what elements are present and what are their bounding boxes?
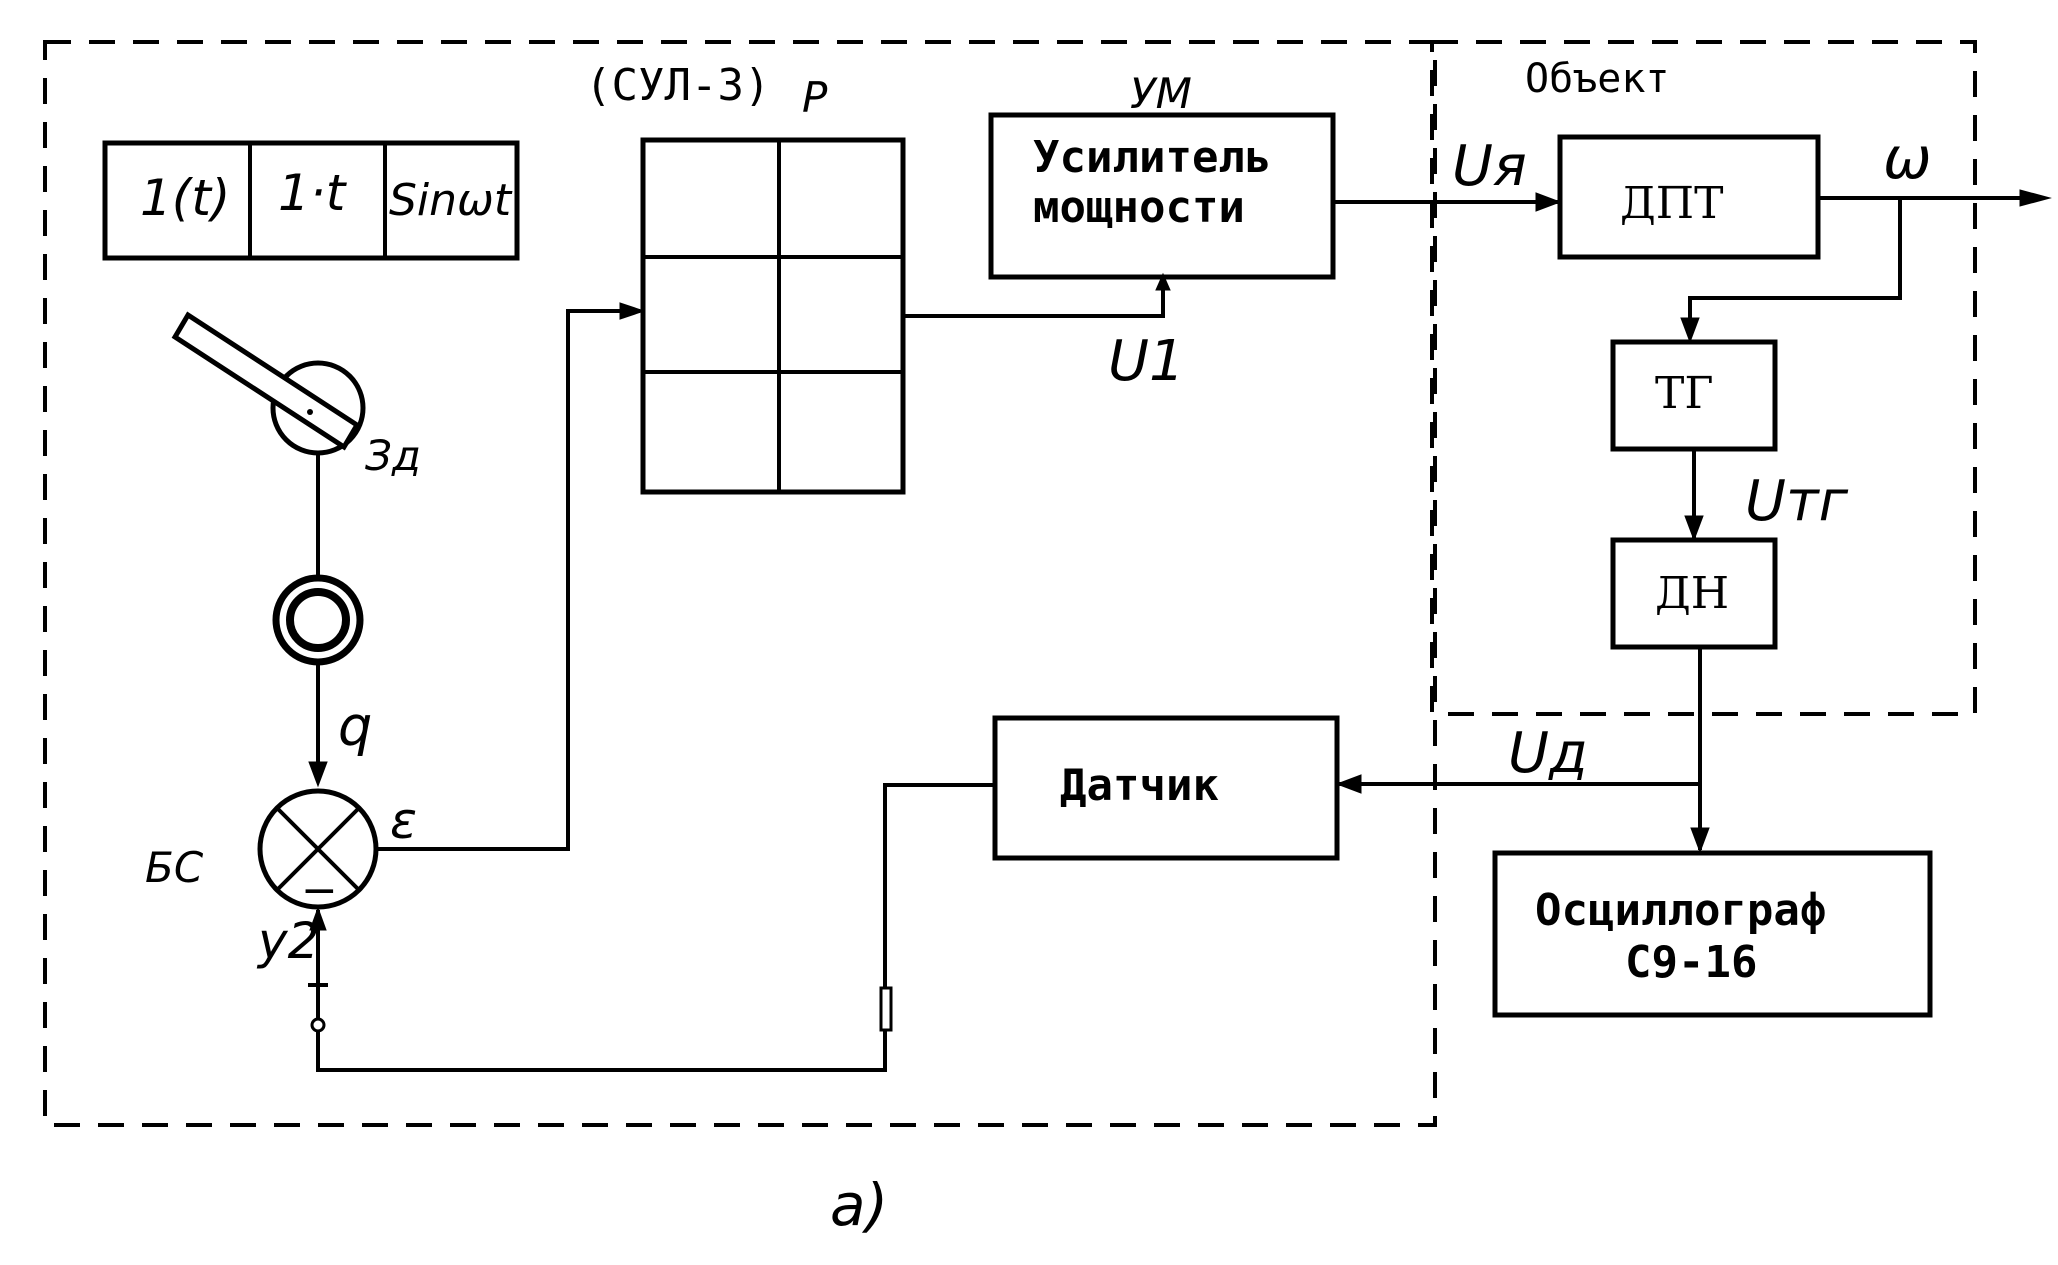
figure-caption: а) [830,1171,888,1239]
signal-button-ramp-label: 1·t [278,164,348,222]
comparator-label: БС [145,843,204,892]
regulator-frame [640,137,906,495]
knob-center-icon [307,409,313,415]
arrow-regulator-input-icon [619,302,646,320]
oscilloscope-line1: Осциллограф [1535,885,1826,936]
comparator-minus: − [301,865,338,916]
arrow-tachogen-input-icon [1680,317,1700,344]
object-label: Объект [1525,56,1670,102]
signal-epsilon-label: ε [390,792,417,850]
arrow-feedback-icon [309,906,327,931]
oscilloscope-line2: С9-16 [1625,937,1757,988]
sensor-block [992,715,1340,861]
signal-button-sine-label: Sinωt [389,175,513,226]
regulator-block [640,137,906,495]
wire-sensor-feedback [883,783,995,988]
arrow-oscilloscope-input-icon [1690,827,1710,854]
arrow-motor-input-icon [1535,192,1562,212]
arrow-q-icon [308,761,328,788]
amplifier-line1: Усилитель [1033,132,1271,183]
amplifier-block [988,112,1336,280]
signal-q-label: q [338,695,372,758]
connector-sensor-icon [879,986,893,1032]
connector-comparator-icon [310,1017,326,1033]
motor-label: ДПТ [1620,178,1724,229]
setpoint-knob[interactable] [171,311,366,456]
wire-feedback-bottom [316,1030,887,1072]
signal-u-armature-label: Uя [1452,134,1527,199]
object-frame [1430,40,1977,716]
signal-u1-label: U1 [1108,329,1185,394]
signal-selector-frame [102,140,520,261]
arrow-divider-input-icon [1684,515,1704,542]
amplifier-line2: мощности [1033,182,1245,233]
wire-regulator-to-amplifier [903,278,1165,318]
divider-block [1610,537,1778,650]
regulator-label: P [802,73,828,122]
signal-u-tg-label: Uтг [1745,469,1849,534]
wire-error-to-regulator [376,309,640,851]
knob-handle-icon [171,311,361,451]
arrow-omega-icon [2019,189,2052,207]
arrow-u1-icon [1155,272,1171,291]
signal-y2-label: y2 [256,912,319,970]
sensor-label: Датчик [1060,760,1219,811]
arrow-sensor-input-icon [1335,774,1362,794]
oscilloscope-block [1492,850,1933,1018]
amplifier-tag: УМ [1130,69,1192,118]
signal-button-step-label: 1(t) [140,169,230,227]
system-label: (СУЛ-3) [585,60,770,111]
setpoint-label: Зд [365,431,421,480]
signal-selector: 1(t) 1·t Sinωt [102,140,520,261]
indicator-lamp-icon [272,574,364,666]
signal-omega-label: ω [1883,124,1932,192]
divider-label: ДН [1655,568,1729,619]
control-system-frame [43,40,1437,1127]
tachogen-label: ТГ [1655,368,1713,419]
signal-u-d-label: Uд [1508,721,1588,786]
